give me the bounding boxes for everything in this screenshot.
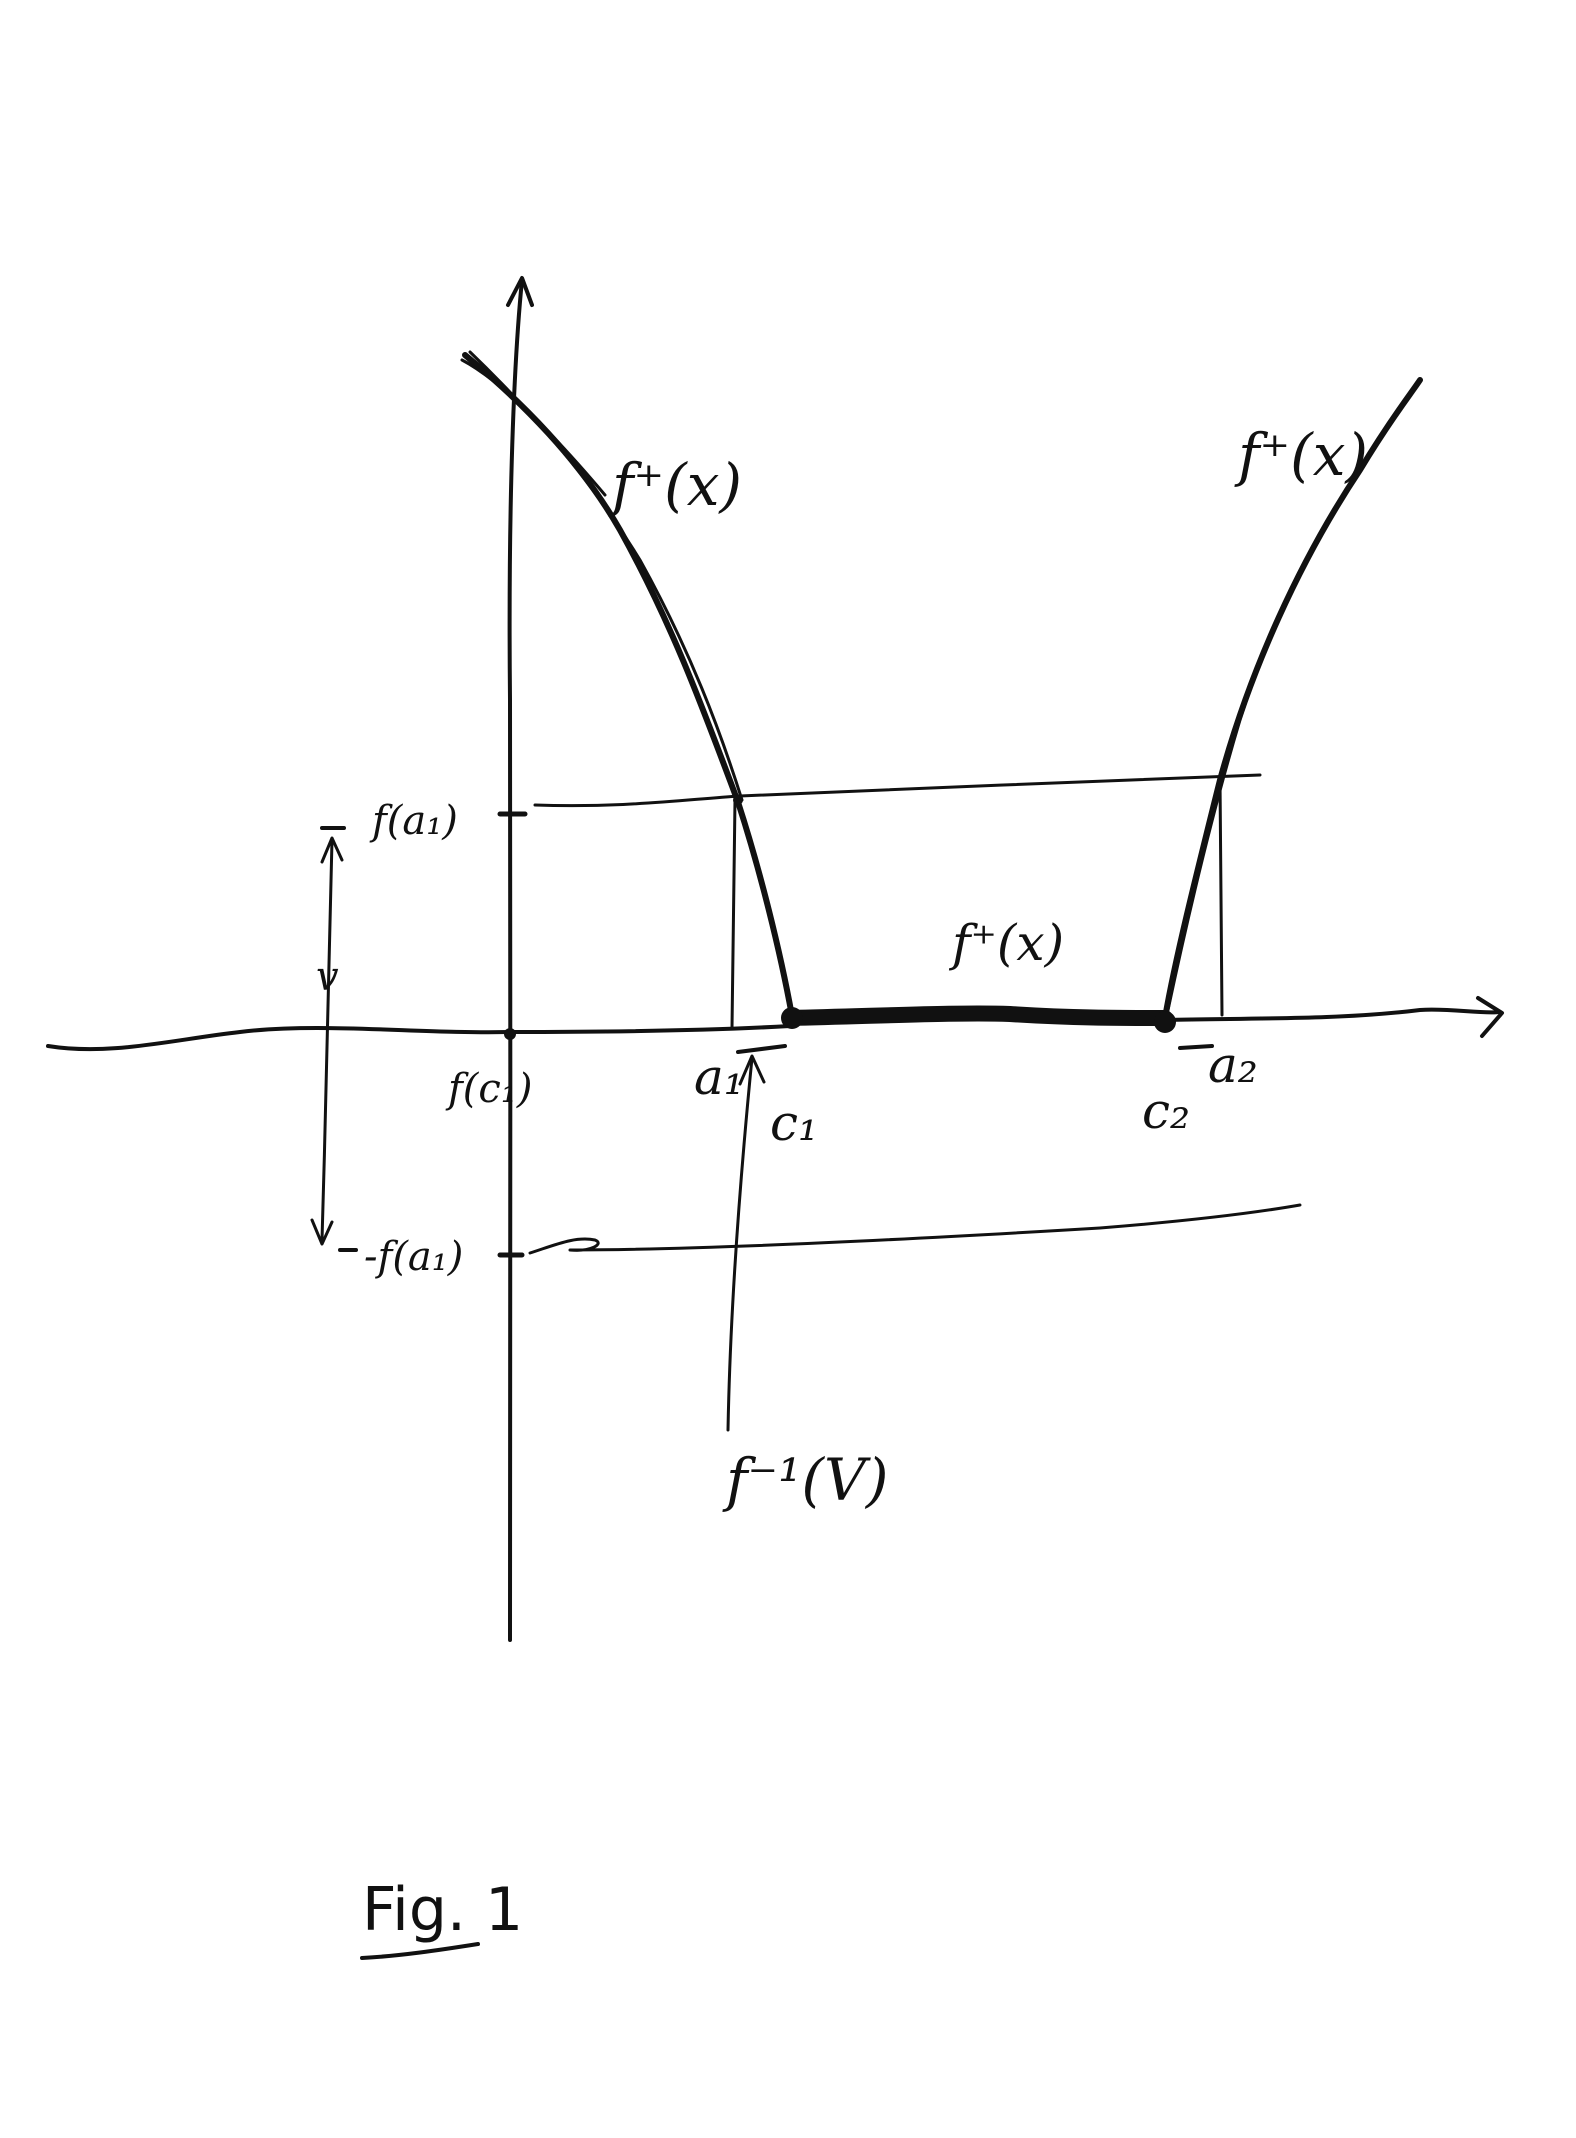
label-f-inverse-v: f⁻¹(V) bbox=[722, 1446, 888, 1514]
x-axis bbox=[46, 996, 1504, 1052]
interval-mark-a1-c1 bbox=[736, 1044, 787, 1054]
label-f-plus-mid: f⁺(x) bbox=[948, 914, 1064, 972]
dropline-a1 bbox=[730, 798, 737, 1030]
label-v-upper: v bbox=[316, 954, 339, 1000]
point-a1-intersection bbox=[733, 795, 743, 805]
level-line-f-a1 bbox=[533, 773, 1262, 808]
y-axis bbox=[506, 276, 534, 1642]
label-a1: a₁ bbox=[694, 1048, 744, 1106]
figure-caption: Fig. 1 bbox=[362, 1875, 523, 1945]
f-plus-flat-segment bbox=[782, 1005, 1173, 1026]
label-f-c1: f(c₁) bbox=[445, 1066, 532, 1112]
label-f-plus-right: f⁺(x) bbox=[1234, 421, 1368, 489]
interval-mark-c2-a2 bbox=[1178, 1044, 1214, 1050]
label-f-a1: f(a₁) bbox=[369, 798, 458, 844]
f-plus-right-branch bbox=[1162, 377, 1423, 1021]
f-plus-left-branch bbox=[460, 350, 795, 1019]
label-c1: c₁ bbox=[770, 1094, 818, 1152]
dropline-a2 bbox=[1218, 778, 1224, 1017]
x-axis-arrowhead bbox=[1476, 996, 1504, 1038]
label-c2: c₂ bbox=[1142, 1082, 1190, 1140]
label-f-plus-left: f⁺(x) bbox=[608, 451, 742, 519]
f-inverse-pointer-arrow bbox=[726, 1054, 766, 1432]
level-line-neg-f-a1 bbox=[528, 1203, 1302, 1255]
y-axis-arrowhead bbox=[506, 276, 534, 307]
origin-dot bbox=[504, 1028, 516, 1040]
label-neg-f-a1: -f(a₁) bbox=[364, 1234, 463, 1280]
point-c1 bbox=[781, 1007, 803, 1029]
figure-caption-underline bbox=[360, 1942, 480, 1960]
label-a2: a₂ bbox=[1208, 1036, 1258, 1094]
point-c2 bbox=[1154, 1011, 1176, 1033]
v-arrow bbox=[310, 826, 358, 1252]
